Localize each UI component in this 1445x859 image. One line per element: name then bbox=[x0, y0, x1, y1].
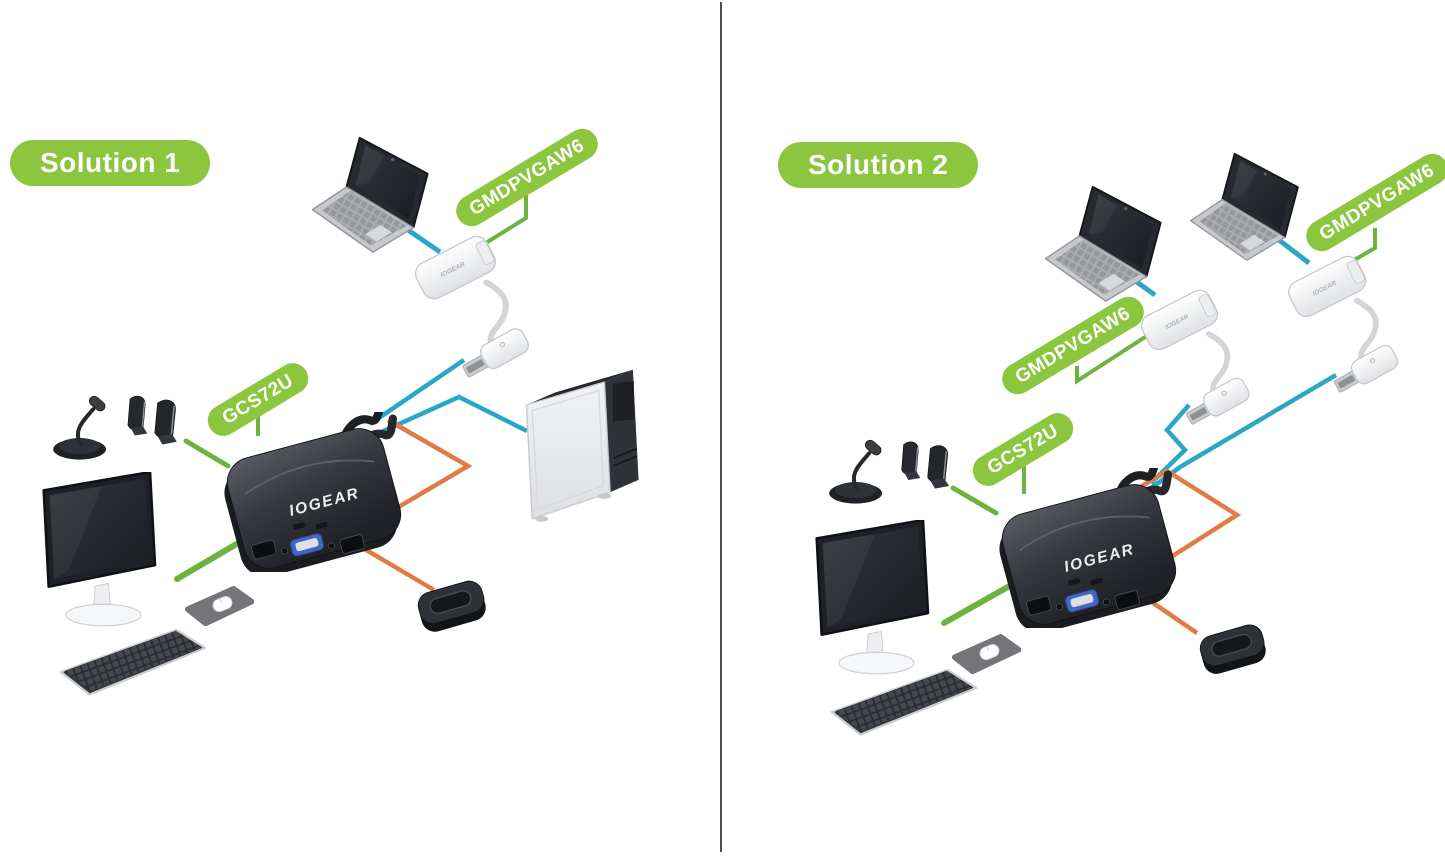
remote-line bbox=[341, 418, 473, 592]
adapter-tag-line bbox=[479, 190, 528, 248]
microphone-icon bbox=[51, 392, 110, 462]
mouse-icon bbox=[188, 589, 252, 623]
monitor-icon bbox=[815, 520, 930, 676]
desktop-tower-icon bbox=[525, 368, 640, 523]
keyboard-icon bbox=[59, 628, 207, 696]
audio-link-line bbox=[183, 438, 231, 469]
laptop2-adapter-line bbox=[1277, 238, 1311, 265]
panel-divider bbox=[720, 2, 722, 852]
laptop-icon bbox=[312, 136, 429, 254]
solution2-diagram bbox=[815, 152, 1445, 736]
video-adapter1-icon bbox=[1138, 286, 1252, 428]
keyboard-icon bbox=[830, 668, 978, 736]
laptop-adapter-line bbox=[406, 227, 442, 255]
solution1-badge: Solution 1 bbox=[10, 140, 211, 186]
kvm-switch-icon bbox=[213, 404, 425, 582]
speakers-icon bbox=[127, 395, 178, 446]
solution2-badge: Solution 2 bbox=[778, 142, 979, 188]
microphone-icon bbox=[827, 436, 886, 506]
remote-switch-icon bbox=[1196, 621, 1270, 678]
adapter-mid-tag-line bbox=[1075, 330, 1155, 385]
plug-kvm-line bbox=[368, 358, 466, 426]
mouse-icon bbox=[955, 637, 1019, 671]
speakers-icon bbox=[900, 441, 950, 490]
monitor-link-line bbox=[174, 536, 248, 582]
plug1-kvm-line bbox=[1149, 403, 1191, 485]
kvm-tower-line bbox=[378, 394, 529, 436]
audio-link-line bbox=[950, 485, 999, 516]
video-adapter-icon bbox=[412, 233, 532, 383]
solution1-diagram bbox=[42, 136, 640, 696]
plug2-kvm-line bbox=[1148, 373, 1338, 491]
monitor-link-line bbox=[941, 581, 1016, 626]
video-adapter2-icon bbox=[1285, 252, 1401, 396]
monitor-icon bbox=[42, 472, 157, 628]
